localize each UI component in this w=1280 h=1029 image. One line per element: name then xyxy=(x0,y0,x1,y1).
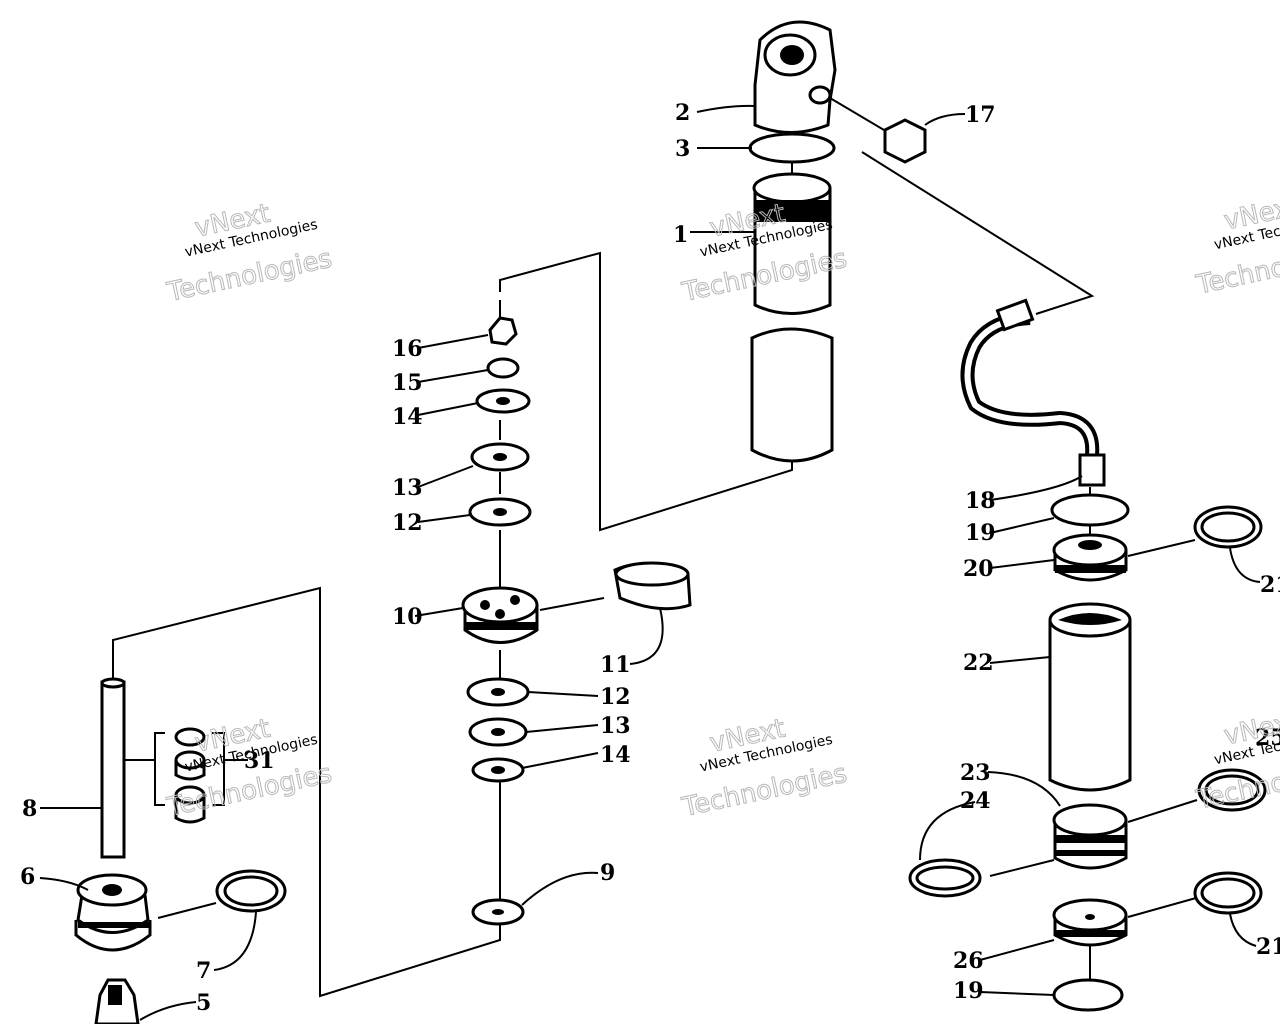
callout-24: 24 xyxy=(960,788,991,814)
callout-23: 23 xyxy=(960,760,991,786)
callout-17: 17 xyxy=(965,102,996,128)
watermark-1: vNext vNext Technologies Technologies xyxy=(164,198,336,308)
callout-12-top: 12 xyxy=(392,510,423,536)
callout-8: 8 xyxy=(22,796,37,822)
watermark-5: vNext vNext Technologies Technologies xyxy=(679,713,851,823)
part-19-o-ring-bottom xyxy=(1052,978,1124,1012)
callout-16: 16 xyxy=(392,336,423,362)
callout-10: 10 xyxy=(392,604,423,630)
callout-18: 18 xyxy=(965,488,996,514)
callout-3: 3 xyxy=(675,136,690,162)
callout-31: 31 xyxy=(244,748,275,774)
callout-13-top: 13 xyxy=(392,475,423,501)
part-9-washer xyxy=(471,898,525,926)
callout-5: 5 xyxy=(196,990,211,1016)
part-22-reservoir xyxy=(1048,602,1132,792)
watermark-3: vNext vNext Technologies Technologies xyxy=(1193,191,1280,301)
part-7-ring xyxy=(215,869,287,913)
part-23-floating-piston xyxy=(1052,803,1128,870)
callout-2: 2 xyxy=(675,100,690,126)
part-13-washer-top xyxy=(470,442,530,472)
part-31-bushings xyxy=(124,727,248,824)
part-1-body-upper xyxy=(752,172,832,315)
part-15-washer xyxy=(486,357,520,379)
leader-lines xyxy=(39,104,1261,1021)
callout-11: 11 xyxy=(600,652,631,678)
callout-19-bottom: 19 xyxy=(953,978,984,1004)
callout-25: 25 xyxy=(1255,725,1280,751)
callout-1: 1 xyxy=(673,222,688,248)
part-2-eyelet-cap xyxy=(753,20,837,134)
part-26-end-cap xyxy=(1052,898,1128,947)
callout-26: 26 xyxy=(953,948,984,974)
part-13-washer-bottom xyxy=(468,717,528,747)
part-3-o-ring xyxy=(748,132,836,164)
part-20-cap xyxy=(1052,533,1128,582)
callout-9: 9 xyxy=(600,860,615,886)
part-12-washer-bottom xyxy=(466,677,530,707)
callout-14-bottom: 14 xyxy=(600,742,631,768)
callout-20: 20 xyxy=(963,556,994,582)
part-6-bearing-cap xyxy=(74,873,152,952)
part-19-o-ring-top xyxy=(1050,493,1130,527)
part-17-fitting xyxy=(829,97,927,164)
callout-6: 6 xyxy=(20,864,35,890)
callout-15: 15 xyxy=(392,370,423,396)
part-14-washer-bottom xyxy=(471,757,525,783)
part-25-ring xyxy=(1197,768,1267,812)
part-10-piston xyxy=(461,586,539,644)
callout-7: 7 xyxy=(196,958,211,984)
part-14-washer-top xyxy=(475,388,531,414)
part-11-piston-ring xyxy=(613,561,692,611)
part-18-hose xyxy=(960,298,1106,487)
callout-13-bottom: 13 xyxy=(600,713,631,739)
callout-14-top: 14 xyxy=(392,404,423,430)
callout-12-bottom: 12 xyxy=(600,684,631,710)
part-5-shaft-eye xyxy=(94,978,140,1026)
callout-19-top: 19 xyxy=(965,520,996,546)
part-1-body-lower xyxy=(750,327,834,463)
watermark-6: vNext vNext Technologies Technologies xyxy=(1193,706,1280,816)
part-21-ring-bottom xyxy=(1193,871,1263,915)
callout-22: 22 xyxy=(963,650,994,676)
callout-21-bottom: 21 xyxy=(1256,934,1280,960)
part-12-washer-top xyxy=(468,497,532,527)
part-16-nut xyxy=(488,316,518,346)
callout-21-top: 21 xyxy=(1260,572,1280,598)
part-21-ring-top xyxy=(1193,505,1263,549)
part-24-ring xyxy=(908,858,982,898)
part-8-shaft xyxy=(100,677,126,859)
